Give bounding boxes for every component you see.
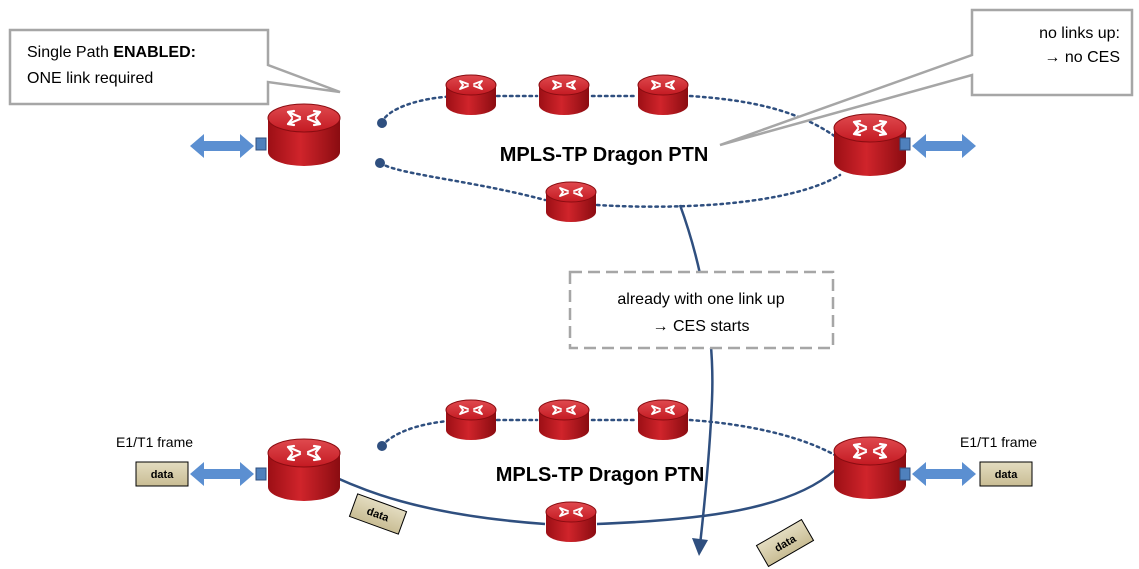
data-box-label: data [151,469,175,481]
top-upper-endpoint [377,118,387,128]
data-box: data [135,461,189,487]
router-icon [637,399,689,440]
top-lower-endpoint [375,158,385,168]
double-arrow-icon [190,134,976,486]
data-box: data [755,518,815,568]
left-frame-label: E1/T1 frame [116,434,193,450]
router-icons [267,74,907,542]
router-icon [545,181,597,222]
no-links-line2: → no CES [1044,49,1120,66]
router-icon [267,103,341,166]
router-icon [538,74,590,115]
bottom-upper-path [380,418,842,460]
no-links-line1: no links up: [1039,25,1120,42]
bottom-upper-endpoint [377,441,387,451]
transition-pointer [678,204,714,556]
router-icon [267,438,341,501]
router-icon [637,74,689,115]
port-icon [255,137,911,481]
data-box: data [979,461,1033,487]
single-path-line1: Single Path ENABLED: [27,44,196,61]
router-icon [445,399,497,440]
one-link-callout: already with one link up → CES starts [568,270,835,350]
no-links-callout: no links up: → no CES [719,8,1134,147]
router-icon [833,113,907,176]
router-icon [833,436,907,499]
top-network-label: MPLS-TP Dragon PTN [500,144,709,166]
router-icon [545,501,597,542]
data-box-label: data [995,469,1019,481]
one-link-line1: already with one link up [617,291,784,308]
one-link-line2: → CES starts [653,318,750,335]
right-frame-label: E1/T1 frame [960,434,1037,450]
top-lower-path [378,161,842,208]
bottom-network-label: MPLS-TP Dragon PTN [496,464,705,486]
router-icon [538,399,590,440]
data-box: data [348,493,408,535]
router-icon [445,74,497,115]
single-path-line2: ONE link required [27,70,153,87]
single-path-callout: Single Path ENABLED: ONE link required [8,28,341,106]
